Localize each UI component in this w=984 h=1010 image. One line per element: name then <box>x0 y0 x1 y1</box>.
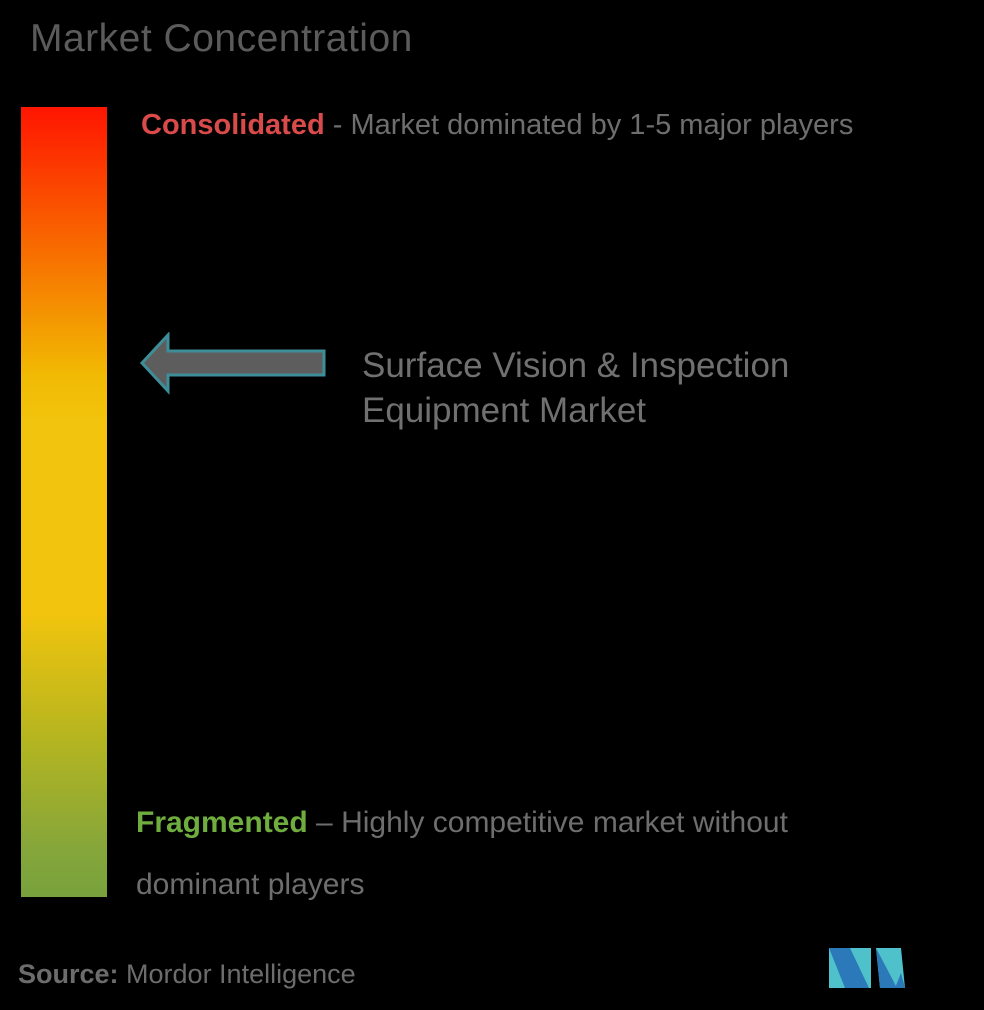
consolidated-legend: Consolidated - Market dominated by 1-5 m… <box>141 108 853 142</box>
market-indicator-label: Surface Vision & Inspection Equipment Ma… <box>362 343 789 433</box>
source-label: Source: <box>18 959 119 989</box>
market-indicator-label-line1: Surface Vision & Inspection <box>362 346 790 385</box>
mordor-intelligence-logo-icon <box>829 948 905 988</box>
consolidated-separator: - <box>324 109 351 141</box>
source-attribution: Source: Mordor Intelligence <box>18 959 356 990</box>
left-arrow-icon <box>139 332 326 395</box>
market-indicator-label-line2: Equipment Market <box>362 391 647 430</box>
consolidated-description: Market dominated by 1-5 major players <box>350 109 854 141</box>
fragmented-separator: – <box>307 806 342 839</box>
concentration-gradient-bar <box>21 107 107 897</box>
fragmented-legend: Fragmented – Highly competitive market w… <box>136 792 848 916</box>
source-text: Mordor Intelligence <box>118 959 356 989</box>
page-title: Market Concentration <box>30 17 413 60</box>
fragmented-description: Highly competitive market without domina… <box>136 806 788 901</box>
consolidated-label: Consolidated <box>141 109 325 141</box>
fragmented-label: Fragmented <box>136 806 308 839</box>
